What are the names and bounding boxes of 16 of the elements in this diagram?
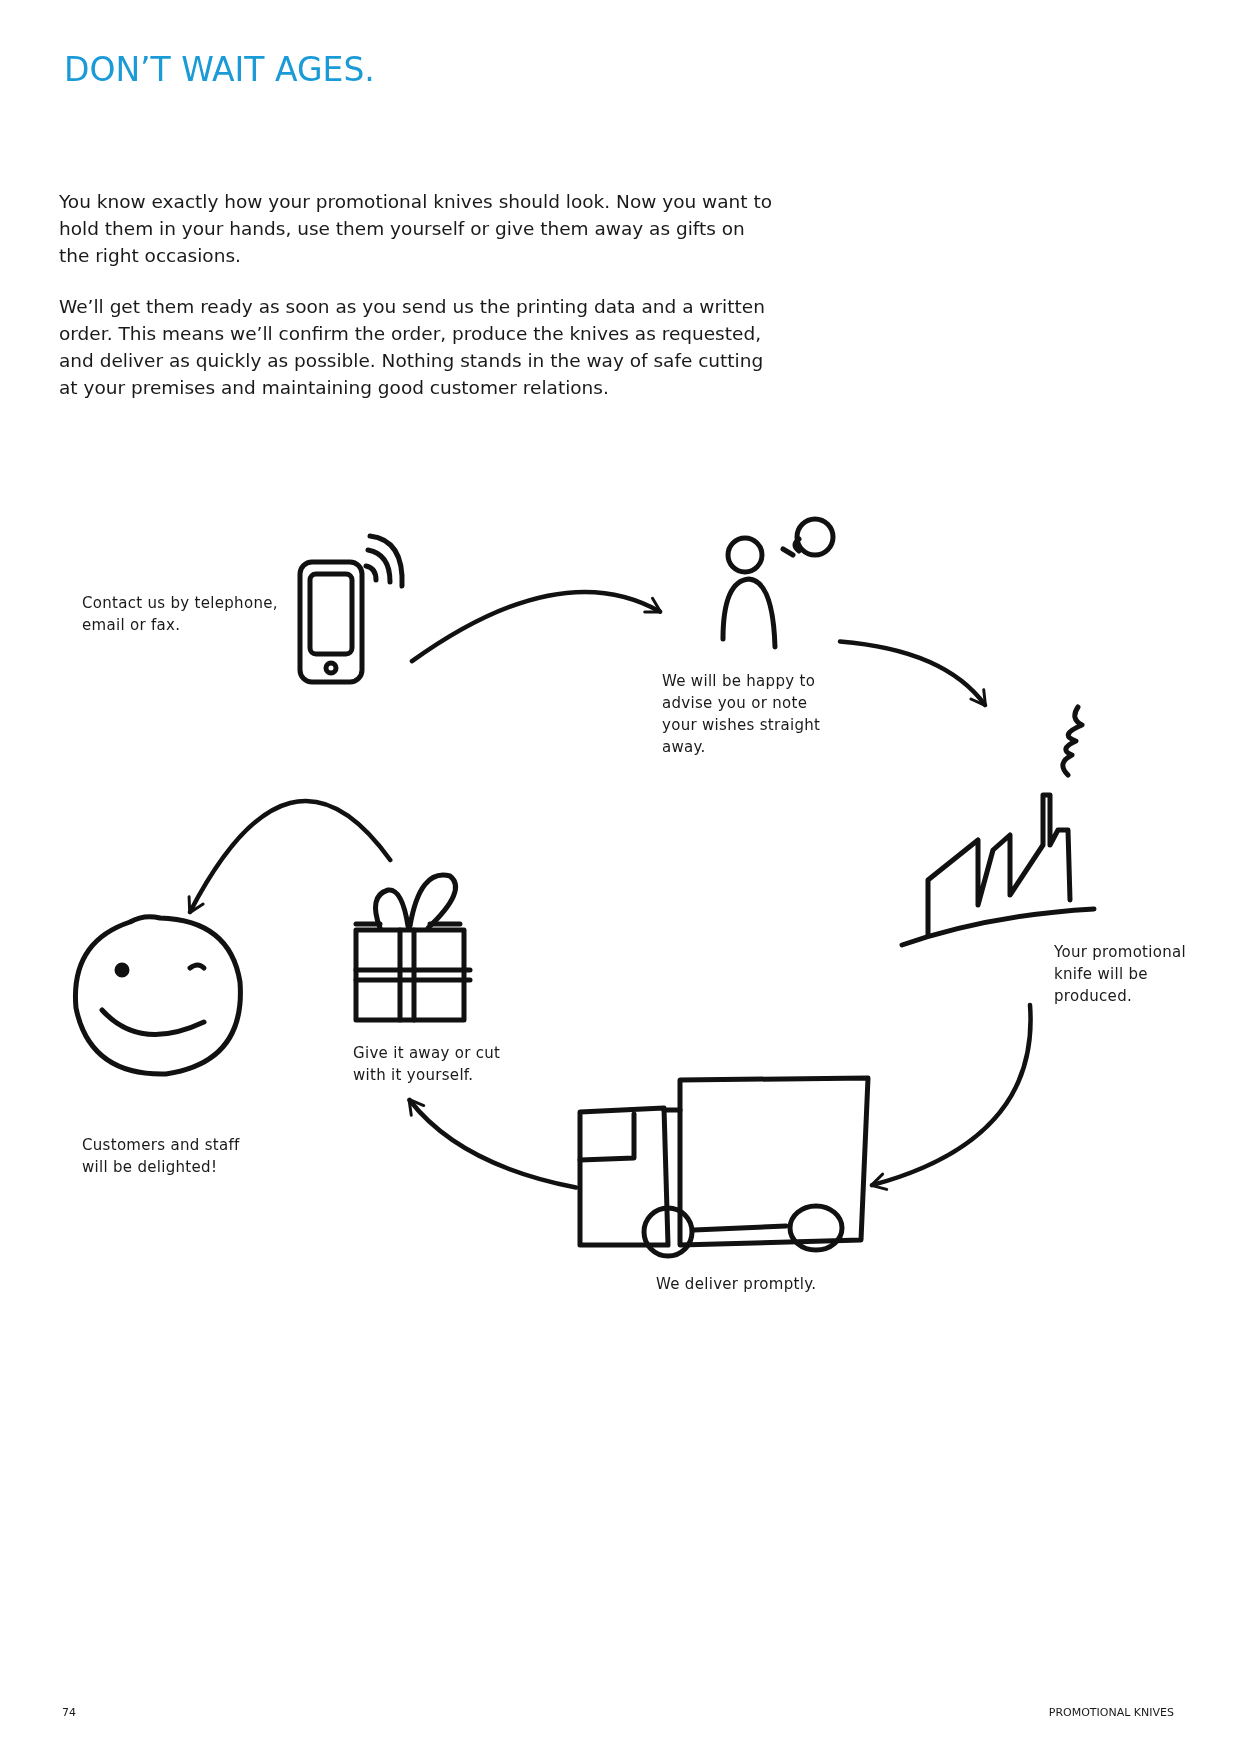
page-number: 74 xyxy=(62,1706,76,1719)
caption-text: We deliver promptly. xyxy=(656,1274,818,1295)
curved-arrow xyxy=(869,1002,1033,1190)
curved-arrow xyxy=(409,589,663,664)
caption-text: Contact us by telephone, email or fax. xyxy=(82,593,279,636)
caption-text: Your promotional knife will be produced. xyxy=(1054,942,1187,1007)
curved-arrow xyxy=(407,1097,579,1190)
paragraph: You know exactly how your promotional knives should look. Now you want to hold them in your hands, use them yourself or give them away as gifts on the right occasions. xyxy=(59,190,773,268)
curved-arrow xyxy=(837,639,988,708)
paragraph: We’ll get them ready as soon as you send us the printing data and a written order. This means we’ll confirm the order, produce the knives as requested, and deliver as quickly as possible. Nothing stands in the way of safe cutting at your premises and maintaining good customer relations. xyxy=(59,295,766,400)
caption-text: We will be happy to advise you or note your wishes straight away. xyxy=(662,671,822,758)
curved-arrow xyxy=(187,798,393,915)
caption-text: Give it away or cut with it yourself. xyxy=(353,1043,502,1086)
page-title: DON’T WAIT AGES. xyxy=(64,50,375,89)
footer-text: PROMOTIONAL KNIVES xyxy=(1048,1706,1174,1719)
caption-text: Customers and staff will be delighted! xyxy=(82,1135,241,1178)
